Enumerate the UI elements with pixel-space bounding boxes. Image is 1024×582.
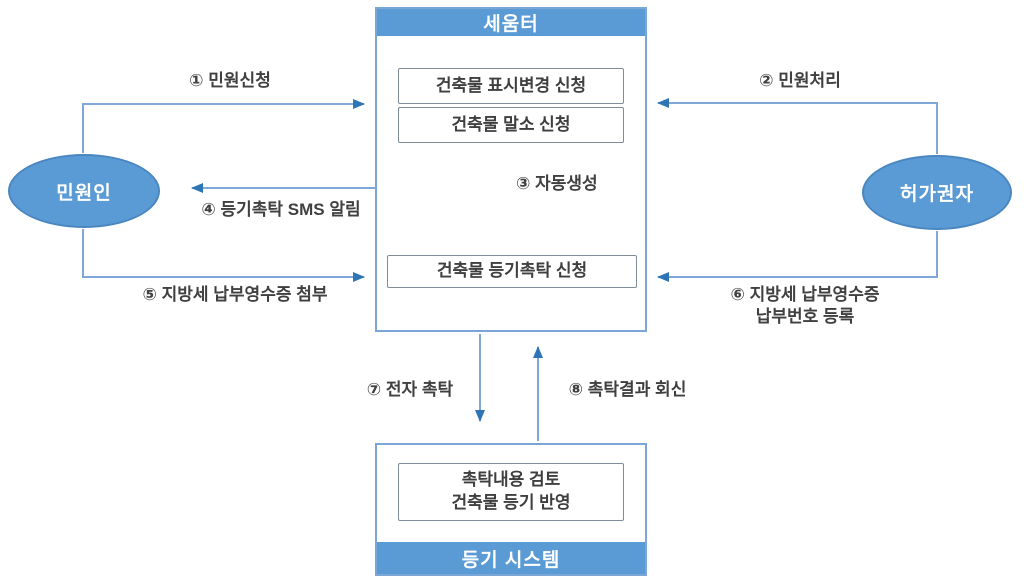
actor-civil-petitioner: 민원인 <box>8 154 160 228</box>
box-building-cancellation-request: 건축물 말소 신청 <box>398 107 624 143</box>
actor-permit-authority: 허가권자 <box>862 155 1012 230</box>
registry-footer: 등기 시스템 <box>377 542 645 574</box>
arrow-6-tax-number-register-line <box>657 231 938 282</box>
label-4-sms-notice: ④ 등기촉탁 SMS 알림 <box>201 200 361 219</box>
label-1-civil-request: ① 민원신청 <box>189 71 271 90</box>
box-building-registration-entrust-request: 건축물 등기촉탁 신청 <box>387 255 637 288</box>
label-6-tax-number-register: ⑥ 지방세 납부영수증 납부번호 등록 <box>730 285 880 327</box>
arrow-5-tax-receipt-attach-line <box>82 229 365 282</box>
label-3-auto-generate: ③ 자동생성 <box>516 174 598 193</box>
arrow-1-civil-request-line <box>82 99 365 153</box>
label-5-tax-receipt-attach: ⑤ 지방세 납부영수증 첨부 <box>142 285 328 304</box>
label-8-result-reply: ⑧ 촉탁결과 회신 <box>568 380 687 399</box>
registry-system-box: 촉탁내용 검토 건축물 등기 반영 등기 시스템 <box>375 443 647 576</box>
seumter-system-box: 세움터 건축물 표시변경 신청 건축물 말소 신청 건축물 등기촉탁 신청 <box>375 7 647 332</box>
box-entrust-review-and-reflect: 촉탁내용 검토 건축물 등기 반영 <box>398 463 624 521</box>
label-2-civil-processing: ② 민원처리 <box>759 71 841 90</box>
arrow-2-civil-processing-line <box>657 98 938 154</box>
label-7-electronic-entrust: ⑦ 전자 촉탁 <box>366 380 454 399</box>
seumter-header: 세움터 <box>377 9 645 36</box>
box-building-display-change-request: 건축물 표시변경 신청 <box>398 68 624 104</box>
